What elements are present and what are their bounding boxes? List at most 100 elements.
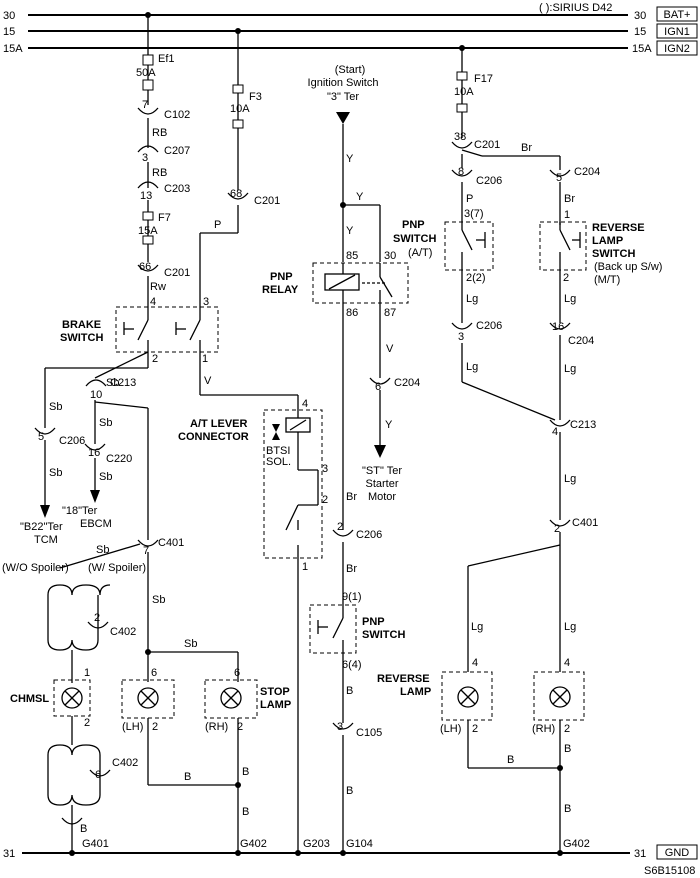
svg-text:C206: C206 xyxy=(59,435,85,447)
svg-text:5: 5 xyxy=(556,172,562,184)
brake-switch: 4 3 BRAKE SWITCH 2 1 xyxy=(60,296,219,365)
svg-text:"ST" Ter: "ST" Ter xyxy=(362,465,402,477)
svg-text:G203: G203 xyxy=(303,838,330,850)
fuse-f7 xyxy=(142,211,154,221)
svg-text:TCM: TCM xyxy=(34,534,58,546)
svg-text:G402: G402 xyxy=(240,838,267,850)
fuse-f17 xyxy=(456,71,468,81)
svg-text:6: 6 xyxy=(375,381,381,393)
svg-text:PNP: PNP xyxy=(402,219,425,231)
svg-text:8: 8 xyxy=(458,166,464,178)
fuse-ef1-rating: 50A xyxy=(136,67,156,79)
rail-ign2-num-right: 15A xyxy=(632,43,652,55)
svg-text:1: 1 xyxy=(564,209,570,221)
arrow-ebcm xyxy=(90,490,100,503)
svg-text:A/T LEVER: A/T LEVER xyxy=(190,418,248,430)
svg-text:C201: C201 xyxy=(474,139,500,151)
svg-text:Sb: Sb xyxy=(184,638,197,650)
connector-c201-left xyxy=(137,264,159,272)
svg-text:B: B xyxy=(346,785,353,797)
svg-text:(M/T): (M/T) xyxy=(594,274,620,286)
svg-text:9(1): 9(1) xyxy=(342,591,362,603)
svg-text:Y: Y xyxy=(346,225,354,237)
rail-bat-box: BAT+ xyxy=(663,9,690,21)
svg-text:PNP: PNP xyxy=(270,271,293,283)
rail-ign1-box: IGN1 xyxy=(664,26,690,38)
svg-text:Sb: Sb xyxy=(99,417,112,429)
stop-lamps: 6 6 STOP LAMP (LH) 2 (RH) 2 B B B G402 xyxy=(121,652,291,856)
svg-text:P: P xyxy=(214,219,221,231)
svg-text:2: 2 xyxy=(564,723,570,735)
svg-text:4: 4 xyxy=(150,296,156,308)
svg-text:4: 4 xyxy=(552,426,558,438)
power-rails: 30 15 15A 31 30 15 15A 31 BAT+ IGN1 IGN2… xyxy=(3,2,698,877)
svg-text:1: 1 xyxy=(202,353,208,365)
svg-text:V: V xyxy=(386,343,394,355)
svg-text:B: B xyxy=(564,743,571,755)
svg-text:10: 10 xyxy=(90,389,102,401)
svg-text:C204: C204 xyxy=(568,335,594,347)
svg-text:2: 2 xyxy=(84,717,90,729)
svg-text:(RH): (RH) xyxy=(532,723,555,735)
svg-text:C213: C213 xyxy=(570,419,596,431)
arrow-tcm xyxy=(40,505,50,518)
fuse-ef1 xyxy=(142,54,154,66)
connector-c203 xyxy=(137,181,159,189)
svg-text:15A: 15A xyxy=(138,225,158,237)
svg-text:B: B xyxy=(242,766,249,778)
svg-text:C401: C401 xyxy=(572,517,598,529)
svg-text:Lg: Lg xyxy=(564,473,576,485)
svg-text:BRAKE: BRAKE xyxy=(62,319,101,331)
svg-text:G401: G401 xyxy=(82,838,109,850)
svg-text:C402: C402 xyxy=(112,757,138,769)
connector-c220 xyxy=(84,443,106,451)
svg-text:2: 2 xyxy=(554,523,560,535)
svg-text:Rw: Rw xyxy=(150,281,166,293)
svg-text:Lg: Lg xyxy=(564,621,576,633)
brake-output-wiring: Sb 5 C206 Sb "B22"Ter TCM Sb C213 10 Sb … xyxy=(2,351,238,655)
svg-text:2: 2 xyxy=(152,721,158,733)
svg-text:SWITCH: SWITCH xyxy=(362,629,405,641)
svg-text:2: 2 xyxy=(322,494,328,506)
connector-c207 xyxy=(137,145,159,153)
svg-text:3: 3 xyxy=(458,331,464,343)
connector-c401-left xyxy=(137,539,159,547)
fuse-ef1-name: Ef1 xyxy=(158,53,175,65)
svg-text:B: B xyxy=(346,685,353,697)
svg-text:Motor: Motor xyxy=(368,491,396,503)
svg-text:2: 2 xyxy=(337,521,343,533)
svg-text:"18"Ter: "18"Ter xyxy=(62,505,98,517)
connector-c105 xyxy=(332,722,354,730)
svg-text:Sb: Sb xyxy=(49,401,62,413)
svg-text:Sb: Sb xyxy=(152,594,165,606)
fuse-f3 xyxy=(232,84,244,94)
svg-text:5: 5 xyxy=(38,431,44,443)
svg-text:30: 30 xyxy=(384,250,396,262)
svg-text:G402: G402 xyxy=(563,838,590,850)
svg-text:EBCM: EBCM xyxy=(80,518,112,530)
svg-text:C207: C207 xyxy=(164,145,190,157)
svg-text:Br: Br xyxy=(521,142,532,154)
svg-text:"B22"Ter: "B22"Ter xyxy=(20,521,63,533)
connector-c204-relay xyxy=(369,377,391,385)
connector-c402-upper xyxy=(87,621,109,629)
svg-text:C204: C204 xyxy=(574,166,600,178)
f17-circuit: F17 10A 38 C201 Br 8 C206 P 3(7) PNP SWI… xyxy=(393,45,662,672)
svg-text:B: B xyxy=(80,823,87,835)
svg-text:13: 13 xyxy=(140,190,152,202)
svg-text:4: 4 xyxy=(564,657,570,669)
connector-c201-right xyxy=(451,141,473,149)
svg-text:Lg: Lg xyxy=(466,293,478,305)
connector-c213-right xyxy=(549,419,571,427)
svg-text:3: 3 xyxy=(142,152,148,164)
svg-text:B: B xyxy=(564,803,571,815)
svg-text:85: 85 xyxy=(346,250,358,262)
rail-bat-num: 30 xyxy=(3,10,15,22)
svg-text:F7: F7 xyxy=(158,212,171,224)
svg-text:Lg: Lg xyxy=(471,621,483,633)
svg-text:SWITCH: SWITCH xyxy=(592,248,635,260)
svg-text:C105: C105 xyxy=(356,727,382,739)
svg-text:(Start): (Start) xyxy=(335,64,366,76)
svg-text:7: 7 xyxy=(143,545,149,557)
connector-c206-left xyxy=(34,427,56,435)
